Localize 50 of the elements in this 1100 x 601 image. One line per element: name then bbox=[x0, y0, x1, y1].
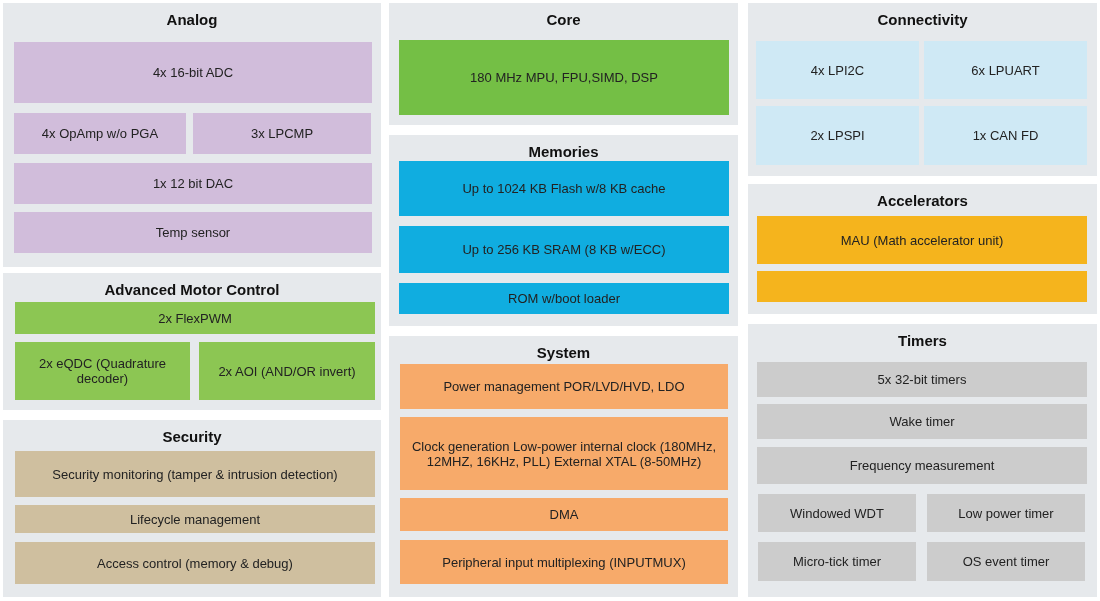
section-title: Analog bbox=[165, 11, 219, 28]
section-title: System bbox=[535, 344, 592, 361]
module-block: Clock generation Low-power internal clock (180MHz, 12MHZ, 16KHz, PLL) External XTAL (8-50MHz) bbox=[400, 417, 728, 490]
module-block: Power management POR/LVD/HVD, LDO bbox=[400, 364, 728, 409]
section-title: Memories bbox=[527, 143, 600, 160]
section-panel bbox=[3, 273, 381, 410]
module-block: ROM w/boot loader bbox=[399, 283, 729, 314]
section-title: Accelerators bbox=[876, 192, 969, 209]
section-title: Core bbox=[545, 11, 582, 28]
section-title: Connectivity bbox=[876, 11, 969, 28]
section-panel bbox=[389, 3, 738, 125]
module-block: MAU (Math accelerator unit) bbox=[757, 216, 1087, 264]
module-block: Low power timer bbox=[927, 494, 1085, 532]
module-block: Temp sensor bbox=[14, 212, 372, 253]
module-block: 3x LPCMP bbox=[193, 113, 371, 154]
section-panel bbox=[3, 3, 381, 267]
module-block: 2x AOI (AND/OR invert) bbox=[199, 342, 375, 400]
module-block: 2x LPSPI bbox=[756, 106, 919, 165]
section-title: Security bbox=[161, 428, 223, 445]
section-panel bbox=[748, 324, 1097, 597]
module-block: Up to 256 KB SRAM (8 KB w/ECC) bbox=[399, 226, 729, 273]
blank-module-block bbox=[757, 271, 1087, 302]
module-block: 5x 32-bit timers bbox=[757, 362, 1087, 397]
module-block: 4x OpAmp w/o PGA bbox=[14, 113, 186, 154]
section-panel bbox=[748, 3, 1097, 176]
module-block: 2x FlexPWM bbox=[15, 302, 375, 334]
section-panel bbox=[389, 336, 738, 597]
module-block: 4x 16-bit ADC bbox=[14, 42, 372, 103]
module-block: Security monitoring (tamper & intrusion detection) bbox=[15, 451, 375, 497]
module-block: Frequency measurement bbox=[757, 447, 1087, 484]
module-block: Wake timer bbox=[757, 404, 1087, 439]
section-title: Timers bbox=[897, 332, 948, 349]
module-block: OS event timer bbox=[927, 542, 1085, 581]
module-block: 2x eQDC (Quadrature decoder) bbox=[15, 342, 190, 400]
section-panel bbox=[389, 135, 738, 326]
module-block: 1x 12 bit DAC bbox=[14, 163, 372, 204]
module-block: DMA bbox=[400, 498, 728, 531]
module-block: Windowed WDT bbox=[758, 494, 916, 532]
module-block: 4x LPI2C bbox=[756, 41, 919, 99]
module-block: Micro-tick timer bbox=[758, 542, 916, 581]
module-block: 1x CAN FD bbox=[924, 106, 1087, 165]
module-block: Access control (memory & debug) bbox=[15, 542, 375, 584]
module-block: Peripheral input multiplexing (INPUTMUX) bbox=[400, 540, 728, 584]
section-title: Advanced Motor Control bbox=[103, 281, 281, 298]
module-block: 180 MHz MPU, FPU,SIMD, DSP bbox=[399, 40, 729, 115]
module-block: 6x LPUART bbox=[924, 41, 1087, 99]
module-block: Lifecycle management bbox=[15, 505, 375, 533]
section-panel bbox=[748, 184, 1097, 314]
section-panel bbox=[3, 420, 381, 597]
module-block: Up to 1024 KB Flash w/8 KB cache bbox=[399, 161, 729, 216]
